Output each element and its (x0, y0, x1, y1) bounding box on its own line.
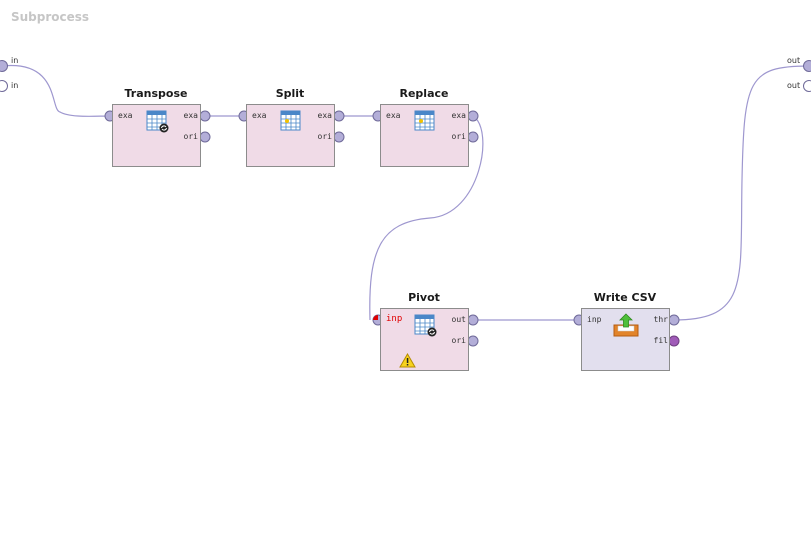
split-in-label: exa (252, 111, 267, 120)
replace-out-label-1: exa (451, 111, 466, 120)
pivot-out-out-port[interactable] (467, 314, 479, 326)
export-icon (613, 313, 639, 337)
writecsv-out-label-1: thr (653, 315, 668, 324)
transpose-out-exa-port[interactable] (199, 110, 211, 122)
split-title: Split (275, 87, 305, 100)
replace-title: Replace (399, 87, 449, 100)
table-star-icon (414, 110, 435, 131)
writecsv-title: Write CSV (593, 291, 657, 304)
split-out-label-1: exa (317, 111, 332, 120)
outer-out-port-1[interactable] (803, 60, 811, 72)
replace-out-ori-port[interactable] (467, 131, 479, 143)
table-star-icon (280, 110, 301, 131)
replace-out-exa-port[interactable] (467, 110, 479, 122)
table-refresh-icon (414, 314, 437, 337)
transpose-out-label-1: exa (183, 111, 198, 120)
outer-out-label-2: out (787, 81, 801, 90)
wire-in-to-transpose[interactable] (1, 65, 111, 117)
writecsv-out-label-2: fil (653, 336, 668, 345)
split-out-exa-port[interactable] (333, 110, 345, 122)
pivot-title: Pivot (408, 291, 440, 304)
transpose-in-label: exa (118, 111, 133, 120)
replace-in-label: exa (386, 111, 401, 120)
outer-in-port-1[interactable] (0, 60, 8, 72)
pivot-out-label-1: out (451, 315, 466, 324)
pivot-out-label-2: ori (451, 336, 466, 345)
writecsv-out-thr-port[interactable] (668, 314, 680, 326)
split-out-label-2: ori (317, 132, 332, 141)
wire-replace-to-pivot[interactable] (369, 115, 484, 321)
split-out-ori-port[interactable] (333, 131, 345, 143)
transpose-out-ori-port[interactable] (199, 131, 211, 143)
table-refresh-icon (146, 110, 169, 133)
pivot-in-label: inp (386, 314, 403, 324)
writecsv-in-label: inp (587, 315, 602, 324)
process-title: Subprocess (11, 10, 90, 24)
pivot-out-ori-port[interactable] (467, 335, 479, 347)
outer-in-label-2: in (11, 81, 19, 90)
writecsv-out-fil-port[interactable] (668, 335, 680, 347)
outer-out-port-2[interactable] (803, 80, 811, 92)
outer-in-label-1: in (11, 56, 19, 65)
transpose-title: Transpose (124, 87, 188, 100)
transpose-out-label-2: ori (183, 132, 198, 141)
outer-out-label-1: out (787, 56, 801, 65)
pivot-in-error-marker (373, 315, 378, 320)
replace-out-label-2: ori (451, 132, 466, 141)
wire-writecsv-to-out[interactable] (673, 65, 810, 321)
warning-icon[interactable] (399, 353, 416, 368)
outer-in-port-2[interactable] (0, 80, 8, 92)
